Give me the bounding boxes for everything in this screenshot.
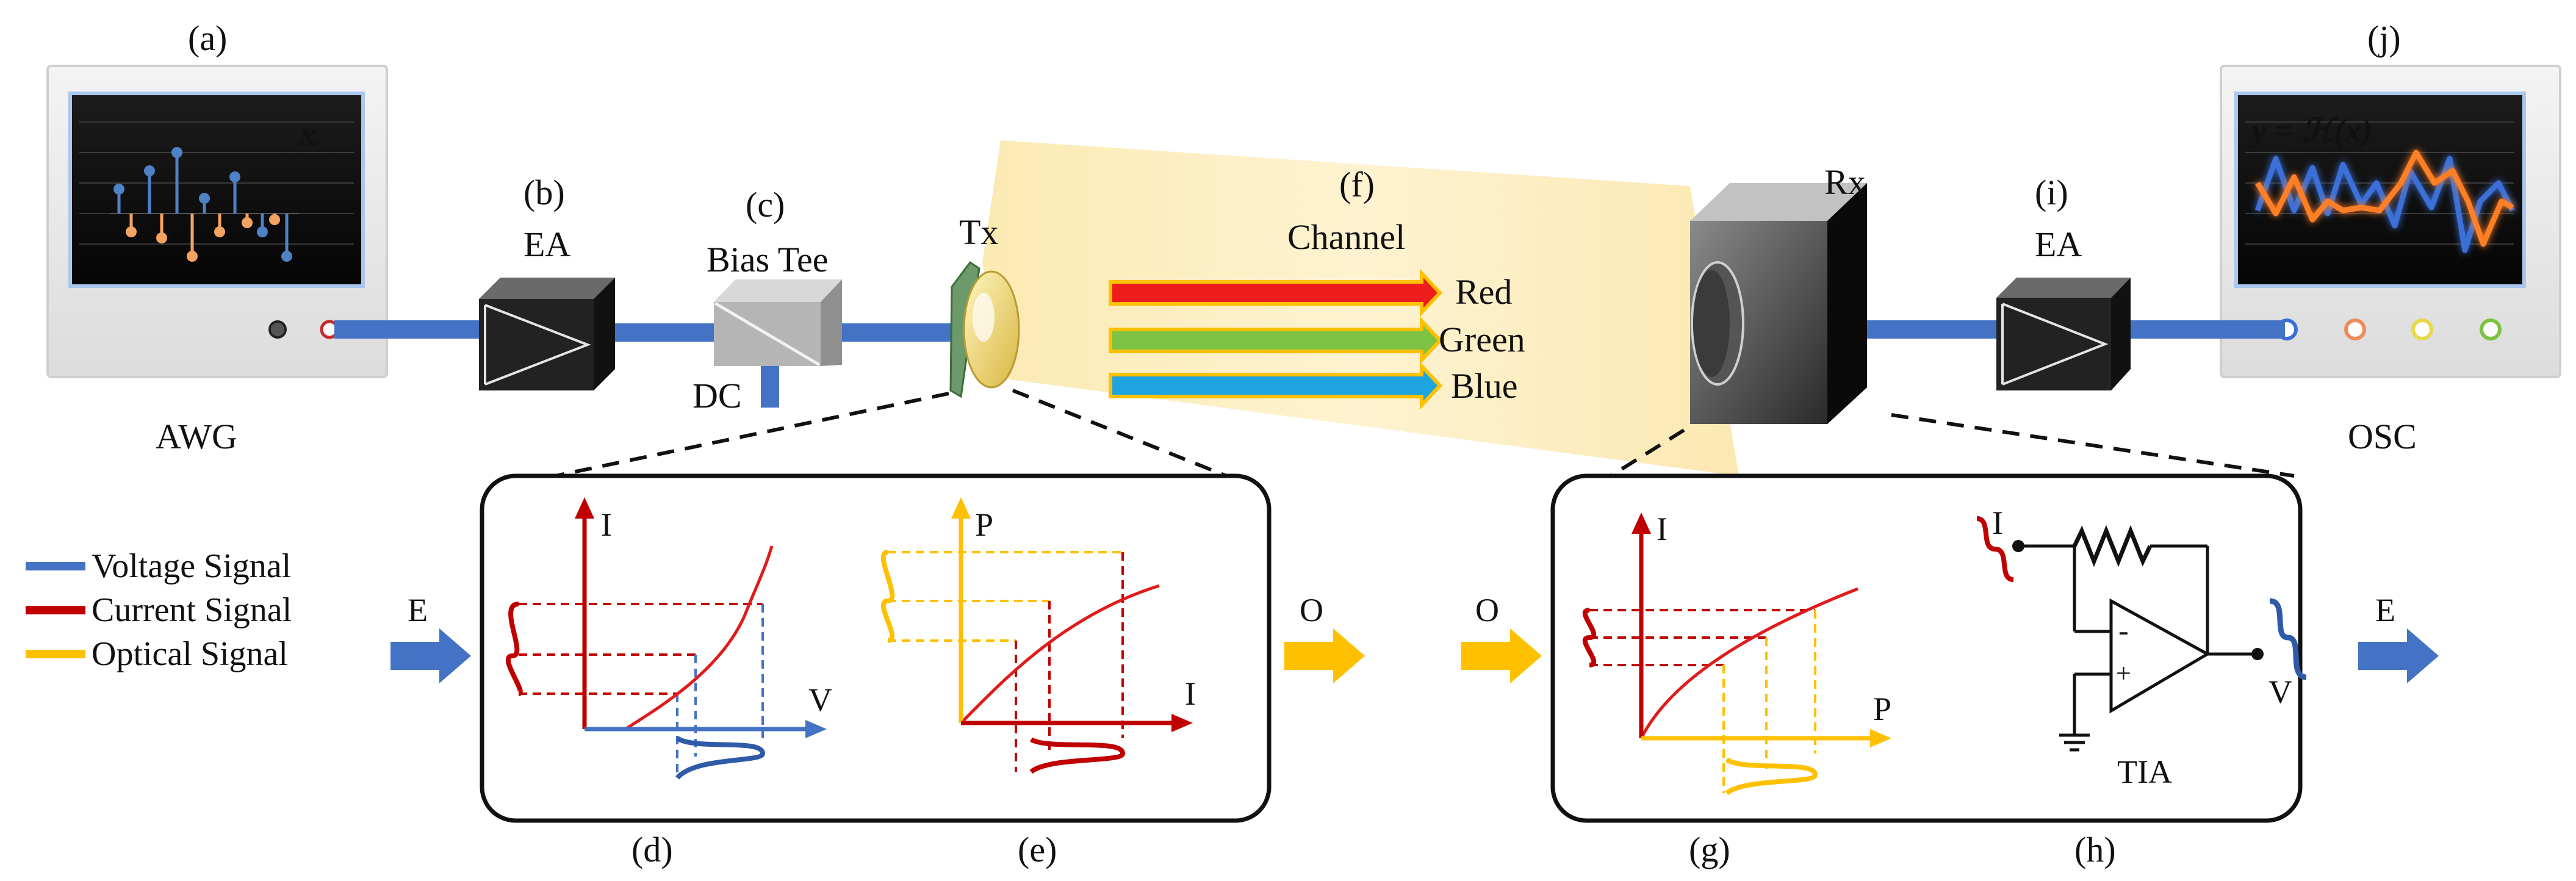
awg-stem-plot: [113, 147, 292, 262]
osc-orange-trace: [2255, 149, 2514, 247]
ea-amplifier-rx: [1996, 278, 2131, 390]
rx-detector: [1690, 183, 1867, 424]
plot-d-x-label: V: [808, 681, 832, 718]
label-tx: Tx: [959, 212, 998, 252]
awg-stem-marker: [199, 193, 210, 204]
tia-output-label: V: [2268, 674, 2292, 710]
label-blue: Blue: [1451, 366, 1518, 406]
awg-stem-marker: [187, 251, 198, 262]
arrow-out-e-label: E: [2375, 592, 2395, 628]
awg-stem-marker: [257, 226, 268, 237]
bias-tee: [714, 279, 842, 367]
label-osc: OSC: [2348, 417, 2417, 456]
device-labels: AWG EA Bias Tee DC Tx Channel Red Green …: [156, 162, 2417, 456]
awg-stem-marker: [242, 217, 253, 228]
panel-label-b: (b): [523, 173, 565, 212]
awg-stem-marker: [113, 184, 124, 195]
osc-screen-label: y = ℋ(x): [2248, 112, 2372, 149]
awg-stem-marker: [214, 226, 225, 237]
red-channel-arrow: [1109, 268, 1443, 317]
osc-monitor: y = ℋ(x): [2220, 65, 2561, 378]
plot-d-y-label: I: [601, 506, 612, 543]
awg-stem-marker: [126, 226, 137, 237]
plot-g-y-label: I: [1657, 511, 1668, 547]
label-ea-tx: EA: [523, 225, 570, 264]
rx-detail-box: [1550, 473, 2303, 823]
signal-arrows: E O O E: [390, 592, 2439, 683]
arrow-in-e: [390, 628, 471, 683]
panel-label-d: (d): [631, 830, 673, 869]
awg-stem-marker: [229, 171, 240, 182]
label-channel: Channel: [1287, 217, 1405, 257]
osc-port-green: [2480, 318, 2502, 340]
osc-port-orange: [2344, 318, 2366, 340]
awg-stem-marker: [281, 251, 292, 262]
label-rx: Rx: [1824, 162, 1866, 202]
awg-port-1: [268, 320, 287, 339]
panel-label-e: (e): [1018, 830, 1057, 869]
green-channel-arrow: [1109, 316, 1443, 365]
awg-stem-marker: [171, 147, 182, 158]
panel-label-g: (g): [1689, 830, 1730, 869]
label-ea-rx: EA: [2035, 225, 2082, 264]
plot-e-pi-curve: P I: [880, 497, 1196, 774]
legend-current-label: Current Signal: [92, 591, 292, 629]
arrow-rx-in-o-label: O: [1475, 592, 1499, 628]
awg-stem-marker: [269, 214, 280, 225]
awg-screen-label: x: [298, 114, 317, 154]
panel-label-j: (j): [2367, 18, 2401, 58]
arrow-rx-in-o: [1461, 628, 1542, 683]
panel-labels: (a) (b) (c) (d) (e) (f) (g) (h) (i) (j): [188, 18, 2401, 869]
label-green: Green: [1439, 320, 1525, 359]
plot-e-x-label: I: [1185, 675, 1196, 712]
panel-label-a: (a): [188, 18, 227, 58]
awg-stem-marker: [156, 232, 167, 243]
tia-minus: -: [2118, 613, 2129, 647]
channel-arrows: [1109, 268, 1443, 410]
plot-e-y-label: P: [975, 506, 993, 543]
panel-label-f: (f): [1339, 165, 1375, 204]
legend-voltage-label: Voltage Signal: [92, 547, 291, 585]
blue-channel-arrow: [1109, 361, 1443, 410]
arrow-tx-out-o: [1284, 628, 1365, 683]
tx-led: [949, 261, 1020, 398]
label-bias-tee: Bias Tee: [707, 240, 828, 279]
plot-g-ip-curve: I P: [1582, 511, 1891, 796]
arrow-tx-out-o-label: O: [1300, 592, 1323, 628]
panel-label-c: (c): [746, 185, 785, 225]
tia-circuit: - + I V TIA: [1976, 505, 2307, 790]
arrow-out-e: [2358, 628, 2439, 683]
label-dc: DC: [693, 376, 742, 415]
ea-amplifier-tx: [479, 278, 615, 390]
label-awg: AWG: [156, 417, 237, 456]
label-red: Red: [1455, 272, 1512, 312]
tia-name: TIA: [2117, 753, 2172, 790]
awg-monitor: x: [46, 65, 388, 378]
panel-label-i: (i): [2035, 173, 2068, 212]
plot-d-iv-curve: I V: [505, 497, 832, 780]
arrow-in-e-label: E: [408, 592, 428, 628]
legend: Voltage Signal Current Signal Optical Si…: [26, 547, 292, 673]
zoom-lines: [555, 389, 2295, 478]
cables: [334, 320, 2285, 408]
panel-label-h: (h): [2074, 830, 2116, 869]
osc-port-yellow: [2411, 318, 2433, 340]
legend-optical-label: Optical Signal: [92, 635, 288, 673]
plot-g-x-label: P: [1873, 691, 1891, 727]
tia-plus: +: [2116, 658, 2131, 688]
tx-detail-box: [480, 473, 1272, 823]
tia-input-label: I: [1992, 505, 2003, 541]
awg-stem-marker: [144, 165, 155, 176]
